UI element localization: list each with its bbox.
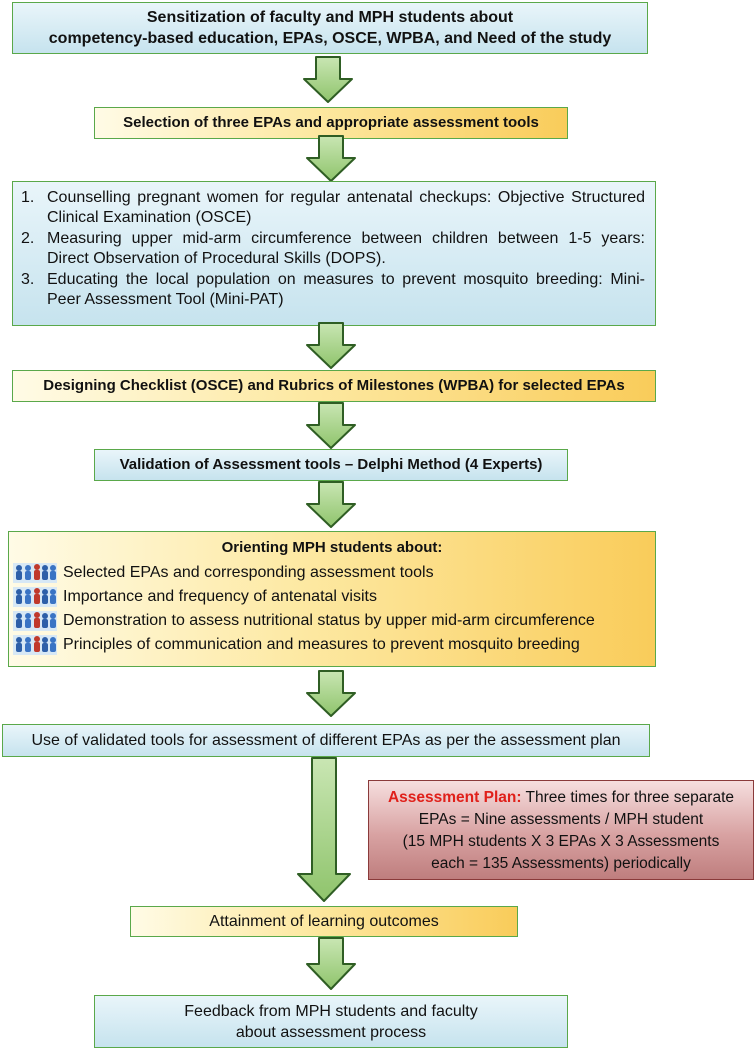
assessment-plan-line4: each = 135 Assessments) periodically bbox=[431, 855, 691, 872]
step-designing-checklist-text: Designing Checklist (OSCE) and Rubrics o… bbox=[43, 377, 625, 394]
step-use-validated-tools-text: Use of validated tools for assessment of… bbox=[31, 732, 621, 749]
people-group-icon bbox=[13, 587, 57, 607]
list-item-text: Educating the local population on measur… bbox=[47, 271, 645, 308]
step-sensitization-line1: Sensitization of faculty and MPH student… bbox=[146, 9, 514, 26]
step-validation-text: Validation of Assessment tools – Delphi … bbox=[119, 456, 543, 473]
list-item: Demonstration to assess nutritional stat… bbox=[9, 609, 655, 633]
list-item: Importance and frequency of antenatal vi… bbox=[9, 585, 655, 609]
step-epa-list: 1. Counselling pregnant women for regula… bbox=[12, 181, 656, 326]
down-arrow-icon bbox=[306, 135, 356, 182]
orienting-item-text: Importance and frequency of antenatal vi… bbox=[63, 588, 377, 605]
list-item: 3. Educating the local population on mea… bbox=[21, 270, 645, 310]
list-item: 2. Measuring upper mid-arm circumference… bbox=[21, 229, 645, 269]
down-arrow-icon bbox=[306, 481, 356, 528]
step-orienting-students: Orienting MPH students about: Selected E… bbox=[8, 531, 656, 667]
orienting-item-text: Demonstration to assess nutritional stat… bbox=[63, 612, 595, 629]
orienting-item-text: Selected EPAs and corresponding assessme… bbox=[63, 564, 434, 581]
people-group-icon bbox=[13, 563, 57, 583]
orienting-title: Orienting MPH students about: bbox=[221, 539, 443, 556]
list-item-text: Counselling pregnant women for regular a… bbox=[47, 189, 645, 226]
step-attainment: Attainment of learning outcomes bbox=[130, 906, 518, 937]
step-feedback-line2: about assessment process bbox=[235, 1023, 427, 1041]
assessment-plan-label: Assessment Plan: bbox=[387, 789, 522, 806]
step-feedback: Feedback from MPH students and faculty a… bbox=[94, 995, 568, 1048]
list-item: Principles of communication and measures… bbox=[9, 633, 655, 657]
assessment-plan-line3: (15 MPH students X 3 EPAs X 3 Assessment… bbox=[402, 833, 720, 850]
list-item-number: 1. bbox=[21, 189, 35, 206]
step-sensitization-line2: competency-based education, EPAs, OSCE, … bbox=[48, 30, 612, 47]
step-attainment-text: Attainment of learning outcomes bbox=[209, 913, 439, 930]
list-item-number: 2. bbox=[21, 230, 35, 247]
epa-list: 1. Counselling pregnant women for regula… bbox=[13, 182, 655, 315]
down-arrow-icon bbox=[306, 402, 356, 449]
down-arrow-icon bbox=[303, 56, 353, 103]
people-group-icon bbox=[13, 611, 57, 631]
step-selection-epas: Selection of three EPAs and appropriate … bbox=[94, 107, 568, 139]
orienting-item-text: Principles of communication and measures… bbox=[63, 636, 580, 653]
down-arrow-icon bbox=[306, 670, 356, 717]
assessment-plan-line2: EPAs = Nine assessments / MPH student bbox=[418, 811, 704, 828]
list-item-text: Measuring upper mid-arm circumference be… bbox=[47, 230, 645, 267]
step-sensitization: Sensitization of faculty and MPH student… bbox=[12, 2, 648, 54]
people-group-icon bbox=[13, 635, 57, 655]
assessment-plan-line1: Assessment Plan: Three times for three s… bbox=[369, 787, 753, 809]
down-arrow-icon bbox=[297, 757, 351, 902]
step-validation: Validation of Assessment tools – Delphi … bbox=[94, 449, 568, 481]
list-item: 1. Counselling pregnant women for regula… bbox=[21, 188, 645, 228]
assessment-plan-line1-text: Three times for three separate bbox=[525, 789, 735, 806]
step-designing-checklist: Designing Checklist (OSCE) and Rubrics o… bbox=[12, 370, 656, 402]
list-item: Selected EPAs and corresponding assessme… bbox=[9, 561, 655, 585]
step-selection-epas-text: Selection of three EPAs and appropriate … bbox=[123, 114, 539, 131]
list-item-number: 3. bbox=[21, 271, 35, 288]
down-arrow-icon bbox=[306, 322, 356, 369]
step-use-validated-tools: Use of validated tools for assessment of… bbox=[2, 724, 650, 757]
assessment-plan-box: Assessment Plan: Three times for three s… bbox=[368, 780, 754, 880]
down-arrow-icon bbox=[306, 937, 356, 990]
step-feedback-line1: Feedback from MPH students and faculty bbox=[184, 1002, 478, 1020]
